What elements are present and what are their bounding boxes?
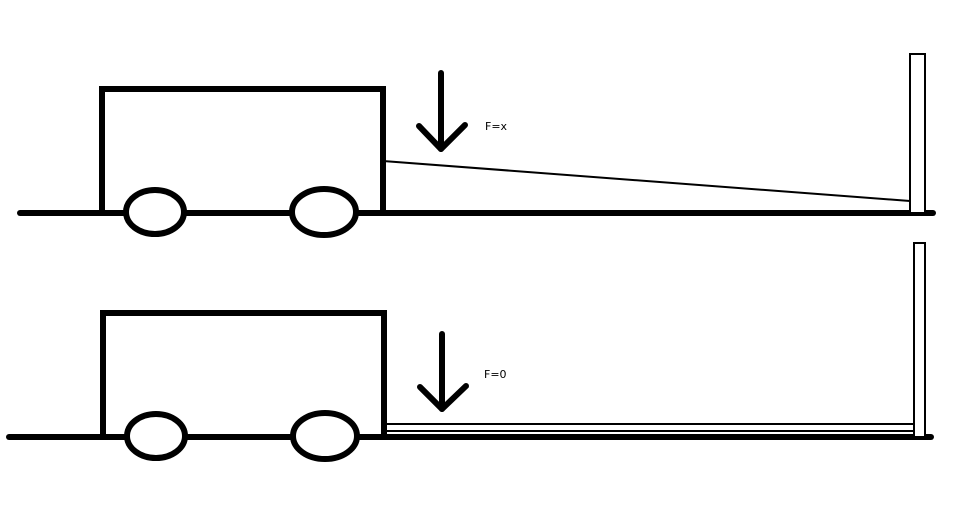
cart-body-bottom (100, 310, 387, 440)
cart-body-top (99, 86, 386, 216)
cart-wheel-left-top (123, 187, 187, 237)
cart-wheel-right-bottom (290, 410, 360, 462)
force-arrow-bottom (417, 331, 469, 412)
cart-wheel-right-top (289, 186, 359, 238)
force-label-bottom: F=0 (484, 368, 507, 381)
wall-post-top (909, 53, 926, 214)
force-arrow-top (416, 70, 468, 152)
force-label-top: F=x (485, 120, 508, 133)
panel-top: F=x (17, 53, 936, 238)
panel-bottom: F=0 (6, 242, 934, 462)
flat-connector-bottom (383, 423, 915, 432)
wall-post-bottom (913, 242, 926, 438)
cart-wheel-left-bottom (124, 411, 188, 461)
slanted-connector-top (382, 160, 911, 202)
